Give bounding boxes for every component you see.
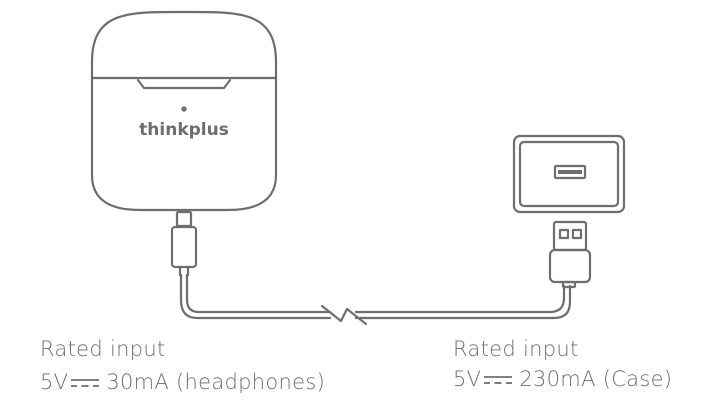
- usb-c-plug-icon: [170, 210, 198, 277]
- adapter-current: 230mA (Case): [519, 367, 673, 391]
- cable-icon: [179, 273, 572, 320]
- adapter-rated-input-value: 5V 230mA (Case): [453, 366, 672, 392]
- cable-break-symbol-icon: [320, 304, 368, 326]
- dc-symbol-icon: [484, 376, 513, 384]
- case-voltage: 5V: [40, 370, 69, 394]
- case-rated-input-value: 5V 30mA (headphones): [40, 369, 325, 395]
- earbuds-case-icon: [90, 10, 278, 212]
- usb-a-plug-icon: [548, 220, 592, 289]
- brand-logo: thinkplus: [139, 120, 229, 140]
- wall-adapter-icon: [512, 134, 626, 214]
- case-rated-input-title: Rated input: [40, 337, 166, 361]
- adapter-voltage: 5V: [453, 367, 482, 391]
- dc-symbol-icon: [71, 379, 100, 387]
- case-current: 30mA (headphones): [106, 370, 326, 394]
- adapter-rated-input-title: Rated input: [453, 337, 579, 361]
